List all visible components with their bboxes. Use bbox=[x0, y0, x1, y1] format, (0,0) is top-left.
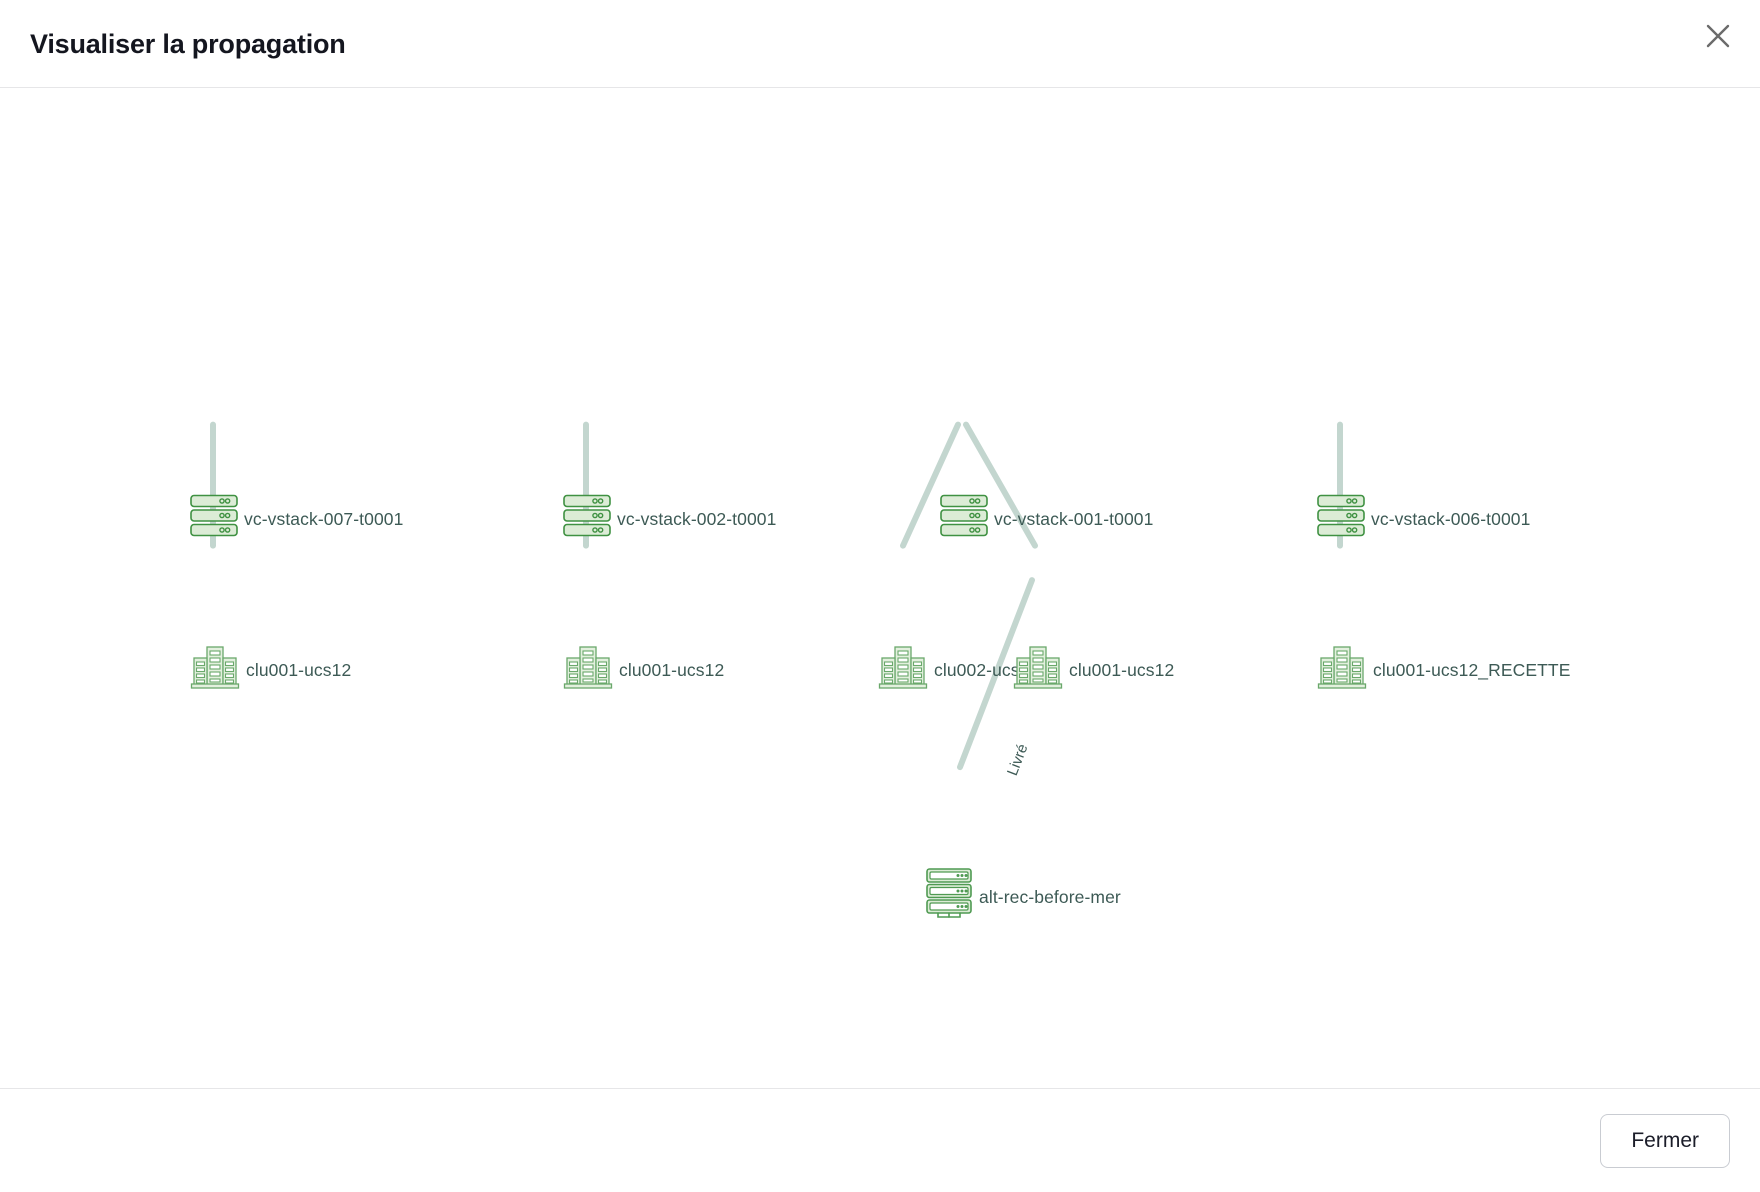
server-stack-icon bbox=[1317, 494, 1365, 543]
modal-header: Visualiser la propagation bbox=[0, 0, 1760, 88]
server-rack-icon bbox=[925, 868, 973, 925]
graph-node-vc-vstack-001[interactable]: vc-vstack-001-t0001 bbox=[940, 494, 1153, 543]
graph-node-clu002[interactable]: clu002-ucs12 bbox=[878, 643, 1039, 696]
server-stack-icon bbox=[940, 494, 988, 543]
graph-node-vc-vstack-006[interactable]: vc-vstack-006-t0001 bbox=[1317, 494, 1530, 543]
server-stack-icon bbox=[563, 494, 611, 543]
page-title: Visualiser la propagation bbox=[30, 28, 346, 59]
edge-clu001-altrec bbox=[957, 577, 1035, 771]
edge-vcvstack001-clu002 bbox=[900, 421, 961, 549]
propagation-graph[interactable]: vc-vstack-007-t0001 bbox=[0, 88, 1760, 1088]
graph-node-alt-rec-before-mer[interactable]: alt-rec-before-mer bbox=[925, 868, 1121, 925]
graph-node-clu001-recette[interactable]: clu001-ucs12_RECETTE bbox=[1317, 643, 1571, 696]
datacenter-building-icon bbox=[1317, 643, 1367, 696]
graph-nodes-layer: vc-vstack-007-t0001 bbox=[0, 88, 1760, 1088]
graph-node-label: alt-rec-before-mer bbox=[979, 886, 1121, 907]
graph-edges-layer bbox=[210, 421, 1343, 771]
graph-node-label: vc-vstack-007-t0001 bbox=[244, 508, 404, 529]
graph-node-clu001-b[interactable]: clu001-ucs12 bbox=[563, 643, 724, 696]
close-footer-button[interactable]: Fermer bbox=[1600, 1113, 1730, 1168]
close-button[interactable] bbox=[1694, 12, 1742, 60]
graph-node-label: vc-vstack-006-t0001 bbox=[1371, 508, 1531, 529]
graph-node-label: clu001-ucs12 bbox=[619, 659, 725, 680]
graph-node-clu001-c[interactable]: clu001-ucs12 bbox=[1013, 643, 1174, 696]
server-stack-icon bbox=[190, 494, 238, 543]
graph-node-clu001-a[interactable]: clu001-ucs12 bbox=[190, 643, 351, 696]
datacenter-building-icon bbox=[190, 643, 240, 696]
graph-node-label: clu001-ucs12 bbox=[1069, 659, 1175, 680]
graph-node-label: vc-vstack-002-t0001 bbox=[617, 508, 777, 529]
graph-node-vc-vstack-007[interactable]: vc-vstack-007-t0001 bbox=[190, 494, 403, 543]
graph-node-label: clu001-ucs12_RECETTE bbox=[1373, 659, 1571, 680]
graph-node-vc-vstack-002[interactable]: vc-vstack-002-t0001 bbox=[563, 494, 776, 543]
graph-node-label: clu002-ucs12 bbox=[934, 659, 1040, 680]
close-icon bbox=[1705, 23, 1731, 49]
modal-footer: Fermer bbox=[0, 1088, 1760, 1192]
datacenter-building-icon bbox=[1013, 643, 1063, 696]
edge-label-livre: Livré bbox=[1004, 741, 1032, 779]
graph-node-label: clu001-ucs12 bbox=[246, 659, 352, 680]
edge-vcvstack001-clu001 bbox=[963, 421, 1038, 549]
datacenter-building-icon bbox=[878, 643, 928, 696]
datacenter-building-icon bbox=[563, 643, 613, 696]
graph-node-label: vc-vstack-001-t0001 bbox=[994, 508, 1154, 529]
